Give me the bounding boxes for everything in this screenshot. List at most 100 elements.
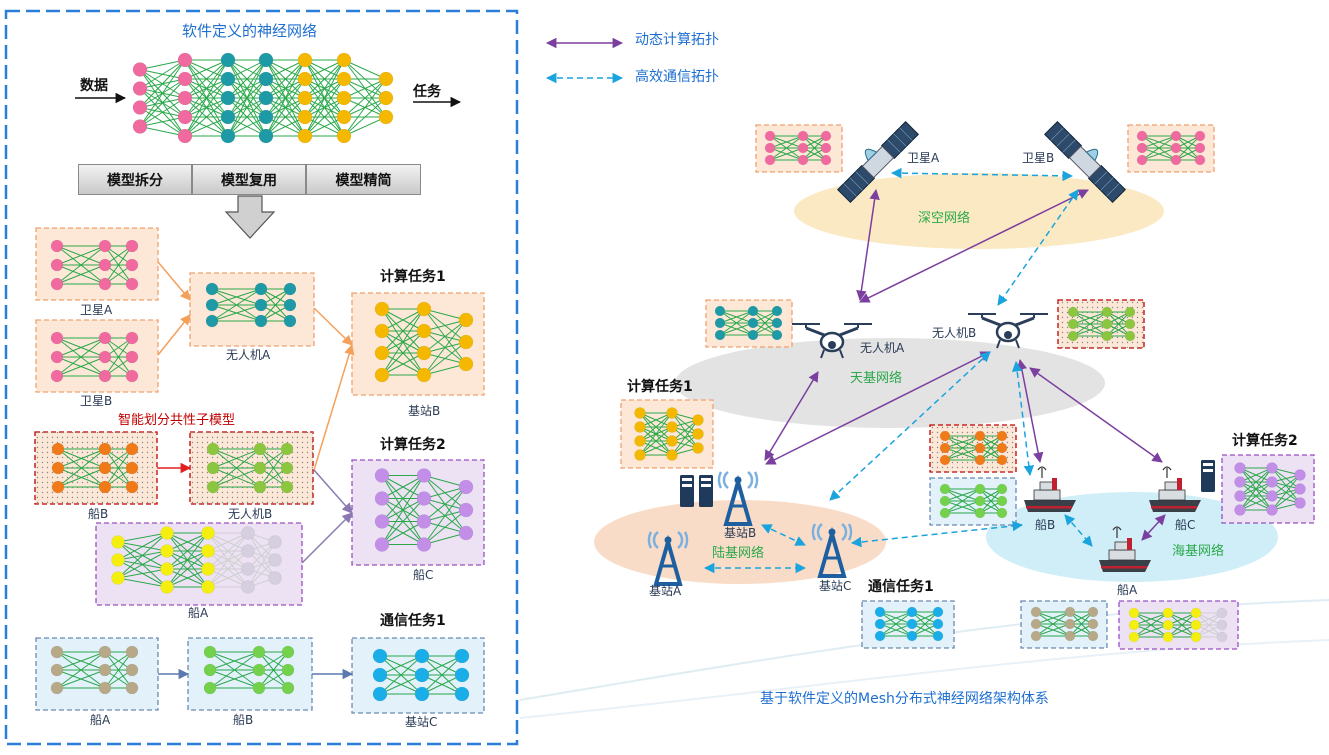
neuron (797, 130, 809, 142)
neuron (634, 435, 646, 447)
neuron (372, 667, 388, 683)
neuron (454, 648, 470, 664)
model-reuse-button[interactable]: 模型复用 (192, 164, 306, 195)
net-edge (639, 412, 673, 456)
net-edge (184, 59, 229, 99)
label-ship-b: 船B (88, 507, 109, 521)
neuron (125, 350, 139, 364)
net-edge (671, 433, 699, 456)
neuron (111, 571, 125, 585)
net-edge (1271, 474, 1301, 511)
neuron (203, 681, 217, 695)
neuron (241, 544, 255, 558)
neuron (1266, 476, 1278, 488)
net-edge (184, 59, 229, 118)
net-edge (227, 59, 267, 137)
rnet-comm-1 (874, 606, 944, 642)
net-ship-c (374, 468, 474, 552)
neuron (416, 367, 432, 383)
neuron (374, 367, 390, 383)
model-split-button[interactable]: 模型拆分 (78, 164, 192, 195)
neuron (996, 483, 1008, 495)
neuron (203, 663, 217, 677)
net-edge (423, 319, 467, 332)
neuron (258, 128, 274, 144)
neuron (454, 686, 470, 702)
neuron (258, 90, 274, 106)
net-edge (879, 611, 913, 625)
net-edge (379, 655, 423, 676)
neuron (125, 645, 139, 659)
net-edge (117, 568, 168, 579)
net-edge (304, 59, 345, 99)
neuron (220, 128, 236, 144)
neuron (241, 580, 255, 594)
neuron (1266, 490, 1278, 502)
neuron (771, 329, 783, 341)
neuron (51, 461, 65, 475)
neuron (177, 109, 193, 125)
net-edge (423, 475, 467, 488)
neuron (771, 305, 783, 317)
neuron (378, 109, 394, 125)
neuron (1087, 630, 1099, 642)
neuron (280, 480, 294, 494)
model-prune-button[interactable]: 模型精简 (306, 164, 421, 195)
net-edge (117, 532, 168, 579)
net-edge (1141, 147, 1177, 161)
station-a-icon (647, 531, 689, 586)
net-edge (166, 532, 209, 588)
neuron (98, 277, 112, 291)
neuron (939, 430, 951, 442)
neuron (414, 686, 430, 702)
neuron (51, 480, 65, 494)
net-edge (1069, 611, 1094, 637)
ship-c-icon (1149, 466, 1201, 512)
net-edge (265, 78, 306, 137)
net-edge (227, 59, 267, 99)
neuron (1294, 497, 1306, 509)
link-ship-c-ship-a (1141, 514, 1166, 541)
neuron (414, 648, 430, 664)
net-sat-b (50, 331, 139, 383)
label-ship-c: 船C (413, 568, 434, 582)
net-edge (671, 419, 699, 442)
rnet-ship-a-2 (1128, 607, 1228, 643)
neuron (906, 606, 918, 618)
net-edge (304, 59, 345, 118)
net-edge (1106, 311, 1131, 337)
neuron (764, 130, 776, 142)
net-edge (381, 308, 425, 332)
uav-a-icon (792, 323, 872, 359)
neuron (1216, 631, 1228, 643)
neuron (98, 681, 112, 695)
neuron (50, 681, 64, 695)
net-edge (258, 651, 289, 689)
net-edge (104, 448, 133, 488)
net-edge (423, 486, 467, 545)
net-edge (265, 59, 306, 80)
neuron (160, 562, 174, 576)
neuron (1234, 476, 1246, 488)
neuron (1266, 462, 1278, 474)
neuron (1136, 142, 1148, 154)
neuron (874, 606, 886, 618)
node-ship-a: 船A (1117, 583, 1138, 597)
neuron (241, 562, 255, 576)
net-edge (265, 97, 306, 137)
neuron (666, 435, 678, 447)
net-edge (56, 669, 106, 689)
neuron (125, 480, 139, 494)
neuron (268, 535, 282, 549)
node-ship-c: 船C (1175, 518, 1196, 532)
net-edge (381, 308, 425, 354)
net-edge (639, 412, 673, 428)
net-edge (343, 116, 387, 137)
neuron (1087, 606, 1099, 618)
neuron (374, 537, 390, 552)
net-ship-a-2 (50, 645, 139, 695)
neuron (1128, 631, 1140, 643)
rnet-ship-b (939, 483, 1008, 519)
neuron (201, 544, 215, 558)
neuron (258, 109, 274, 125)
